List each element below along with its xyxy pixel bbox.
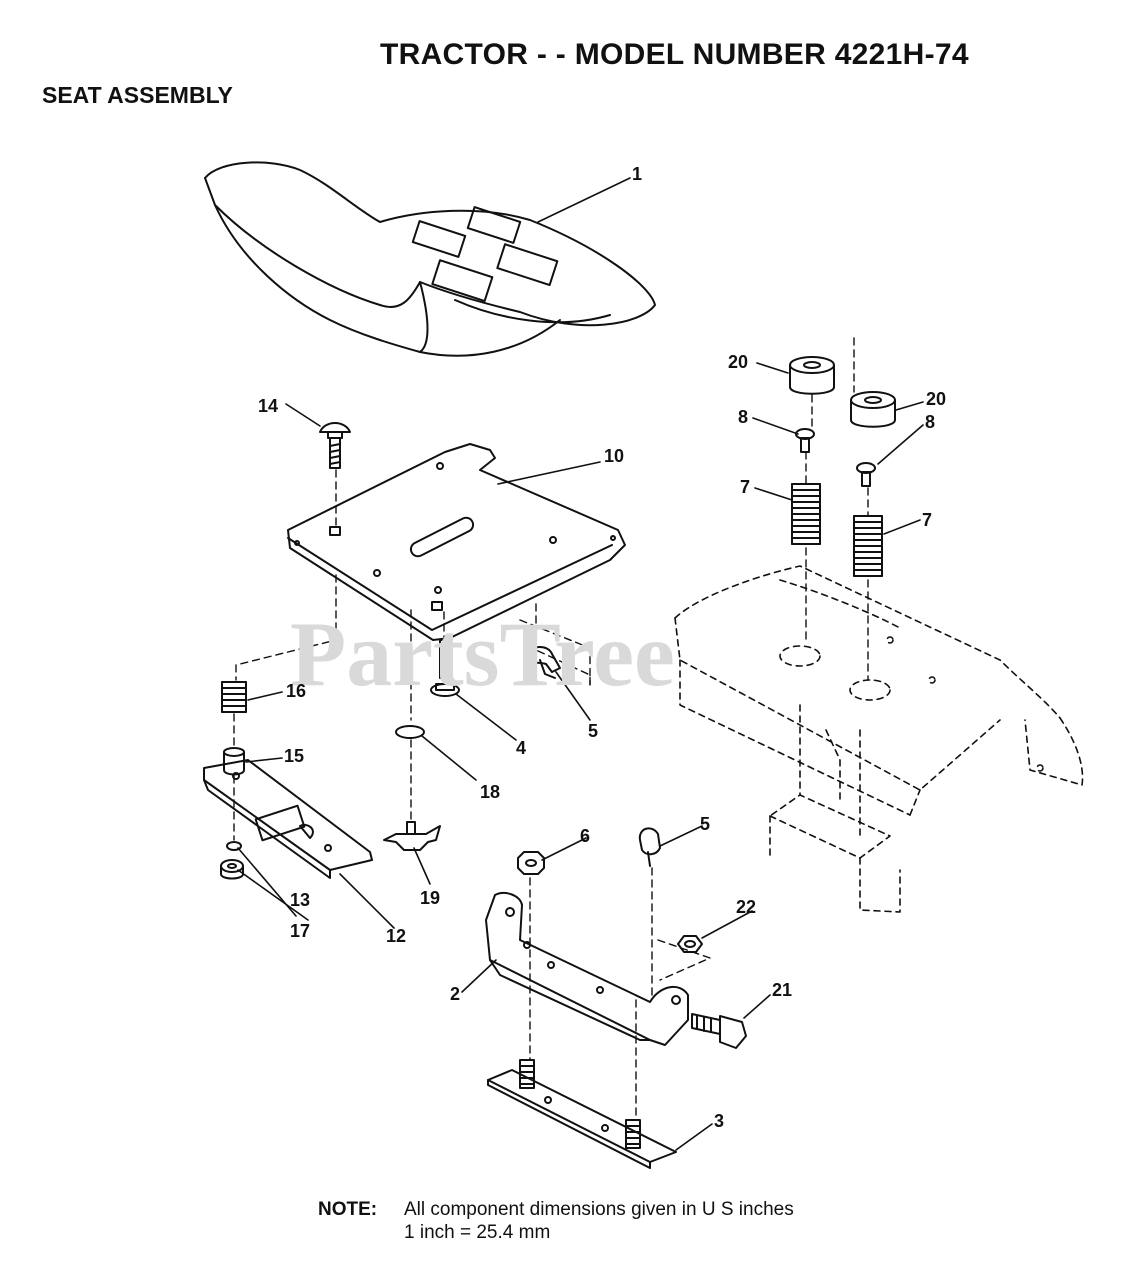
callout-21: 21 [772,980,792,1000]
seat-pan-part [287,443,626,641]
carriage-bolt-part [319,422,351,469]
callout-5: 5 [588,721,598,741]
page-title: TRACTOR - - MODEL NUMBER 4221H-74 [380,38,969,71]
note-line-1: All component dimensions given in U S in… [404,1199,794,1220]
nut-22-part [677,935,703,953]
mounting-bracket-part [485,892,689,1046]
nut-17-part [220,859,244,880]
callout-2: 2 [450,984,460,1004]
callout-labels: 1 2 3 4 5 5 6 7 7 8 8 10 12 13 14 15 16 … [258,164,946,1131]
note-line-2: 1 inch = 25.4 mm [404,1222,551,1243]
base-plate-part [487,1059,677,1169]
callout-14: 14 [258,396,278,416]
nut-6-part [517,851,545,875]
knob-part [383,821,441,851]
callout-12: 12 [386,926,406,946]
alignment-lines [233,337,869,1121]
watermark: PartsTree [290,603,675,705]
callout-20: 20 [728,352,748,372]
callout-6: 6 [580,826,590,846]
callout-17: 17 [290,921,310,941]
callout-18: 18 [480,782,500,802]
callout-8: 8 [925,412,935,432]
callout-5: 5 [700,814,710,834]
clip-part [526,646,661,867]
shoulder-bolt-part [691,1013,747,1049]
callout-1: 1 [632,164,642,184]
callout-7: 7 [740,477,750,497]
callout-10: 10 [604,446,624,466]
note-label: NOTE: [318,1199,378,1220]
section-title: SEAT ASSEMBLY [42,82,233,108]
washer-bolt-part [430,639,460,697]
callout-8: 8 [738,407,748,427]
adjuster-bracket-part [203,759,373,879]
callout-13: 13 [290,890,310,910]
callout-15: 15 [284,746,304,766]
callout-22: 22 [736,897,756,917]
callout-19: 19 [420,888,440,908]
callout-16: 16 [286,681,306,701]
small-spring-part [221,681,247,713]
seat-part [204,161,656,357]
dimensions-note: NOTE: All component dimensions given in U… [318,1198,794,1244]
callout-7: 7 [922,510,932,530]
callout-20: 20 [926,389,946,409]
spacer-part [789,356,896,428]
tractor-body [674,565,1084,913]
bolt-part [795,428,876,487]
callout-3: 3 [714,1111,724,1131]
spacer-13-part [226,841,242,851]
washer-part [395,725,425,739]
leader-lines [237,177,924,1151]
note-text: All component dimensions given in U S in… [404,1198,794,1244]
callout-4: 4 [516,738,526,758]
